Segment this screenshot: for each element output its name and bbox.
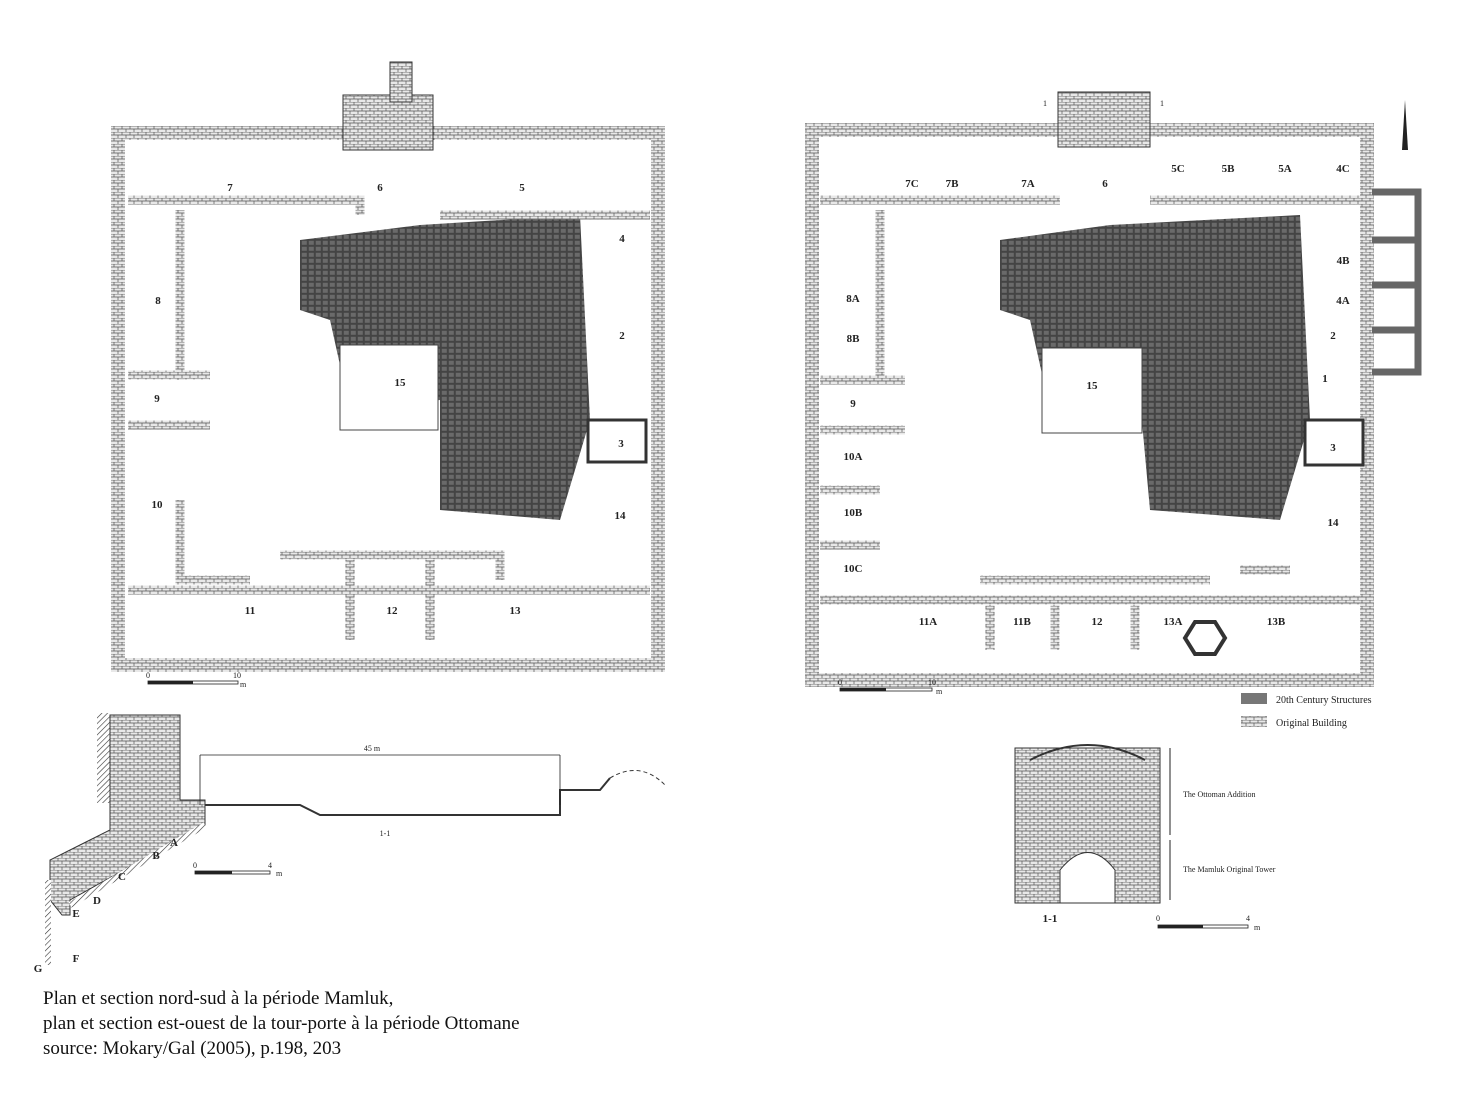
room-label: 7C: [905, 178, 919, 190]
svg-text:0: 0: [193, 861, 197, 870]
scale-bar: 0 10 m: [838, 678, 943, 696]
legend-swatch-20th-century: [1241, 693, 1267, 704]
room-label: 12: [387, 605, 399, 617]
room-label: 6: [1102, 178, 1108, 190]
room-label: 7A: [1021, 178, 1035, 190]
level-label: C: [118, 871, 126, 883]
level-label: A: [170, 837, 178, 849]
svg-text:m: m: [1254, 923, 1261, 932]
gate-tower: [1057, 91, 1151, 148]
svg-text:45 m: 45 m: [364, 744, 381, 753]
phase-label: The Mamluk Original Tower: [1183, 865, 1276, 874]
plan-mamluk: 7 6 5 4 8 2 15 9 3 10 14 11 12 13 0 10 m: [111, 61, 665, 689]
room-label: 8: [155, 295, 161, 307]
room-label: 5A: [1278, 163, 1292, 175]
room-label: 13B: [1267, 616, 1286, 628]
room-label: 15: [1087, 380, 1099, 392]
paved-courtyard: [1000, 215, 1310, 520]
room-label: 4A: [1336, 295, 1350, 307]
phase-label: The Ottoman Addition: [1183, 790, 1255, 799]
section-east-west: The Ottoman Addition The Mamluk Original…: [1014, 744, 1276, 932]
room-label: 3: [1330, 442, 1336, 454]
ground-profile: [205, 777, 611, 816]
svg-text:4: 4: [1246, 914, 1250, 923]
legend-swatch-original: [1241, 716, 1267, 727]
gate-tower: [342, 94, 434, 151]
svg-text:m: m: [936, 687, 943, 696]
room-label: 10B: [844, 507, 863, 519]
svg-text:4: 4: [268, 861, 272, 870]
room-label: 6: [377, 182, 383, 194]
svg-text:10: 10: [233, 671, 241, 680]
room-label: 11B: [1013, 616, 1031, 628]
svg-text:0: 0: [1156, 914, 1160, 923]
level-label: D: [93, 895, 101, 907]
caption-line: plan et section est-ouest de la tour-por…: [43, 1013, 520, 1034]
caption-line: source: Mokary/Gal (2005), p.198, 203: [43, 1038, 342, 1059]
room-label: 14: [1328, 517, 1340, 529]
room-labels: 7 6 5 4 8 2 15 9 3 10 14 11 12 13: [152, 182, 627, 617]
scale-bar: 0 4 m: [1156, 914, 1261, 932]
svg-text:1-1: 1-1: [380, 829, 391, 838]
svg-text:10: 10: [928, 678, 936, 687]
legend: 20th Century Structures Original Buildin…: [1241, 693, 1372, 729]
20th-century-structures: [1372, 188, 1422, 376]
north-arrow-icon: [1402, 100, 1408, 150]
room-labels: 7C 7B 7A 6 5C 5B 5A 4C 4B 4A 8A 8B 2 15 …: [844, 163, 1351, 628]
svg-text:m: m: [276, 869, 283, 878]
room-label: 11A: [919, 616, 937, 628]
plan-ottoman: 1 1 7C 7B 7A 6 5C 5B 5A 4C 4B 4A 8A 8B 2…: [805, 91, 1422, 729]
room-label: 10: [152, 499, 164, 511]
room-label: 4C: [1336, 163, 1350, 175]
room-label: 7B: [946, 178, 960, 190]
room-15: [339, 344, 439, 431]
scale-bar: 0 4 m: [193, 861, 283, 878]
room-label: 1: [1322, 373, 1328, 385]
level-label: F: [73, 953, 80, 965]
level-label: E: [72, 908, 79, 920]
room-label: 2: [619, 330, 625, 342]
room-label: 3: [618, 438, 624, 450]
room-label: 9: [154, 393, 160, 405]
room-label: 5C: [1171, 163, 1185, 175]
room-label: 5: [519, 182, 525, 194]
room-label: 4B: [1337, 255, 1351, 267]
caption: Plan et section nord-sud à la période Ma…: [43, 986, 520, 1061]
level-label: B: [152, 850, 160, 862]
section-marker: 1: [1160, 99, 1164, 108]
room-label: 10C: [844, 563, 863, 575]
room-label: 15: [395, 377, 407, 389]
caption-line: Plan et section nord-sud à la période Ma…: [43, 988, 394, 1009]
room-label: 13A: [1164, 616, 1183, 628]
paved-courtyard: [300, 215, 590, 520]
room-label: 14: [615, 510, 627, 522]
scale-bar: 0 10 m: [146, 671, 247, 689]
svg-text:0: 0: [146, 671, 150, 680]
svg-text:m: m: [240, 680, 247, 689]
svg-text:20th Century Structures: 20th Century Structures: [1276, 695, 1372, 706]
room-label: 13: [510, 605, 522, 617]
hexagonal-basin: [1182, 620, 1228, 656]
room-label: 2: [1330, 330, 1336, 342]
dimension-line: [199, 754, 561, 805]
level-label: G: [34, 963, 43, 975]
svg-text:1-1: 1-1: [1043, 913, 1058, 925]
room-label: 9: [850, 398, 856, 410]
room-label: 7: [227, 182, 233, 194]
room-label: 5B: [1222, 163, 1236, 175]
room-label: 10A: [844, 451, 863, 463]
room-label: 8A: [846, 293, 860, 305]
room-label: 8B: [847, 333, 861, 345]
svg-text:0: 0: [838, 678, 842, 687]
room-15: [1041, 347, 1143, 434]
section-north-south: 45 m 1-1 A B C D E F G 0 4 m: [34, 713, 666, 975]
room-label: 4: [619, 233, 625, 245]
section-marker: 1: [1043, 99, 1047, 108]
room-label: 12: [1092, 616, 1104, 628]
room-label: 11: [245, 605, 255, 617]
svg-text:Original Building: Original Building: [1276, 718, 1347, 729]
